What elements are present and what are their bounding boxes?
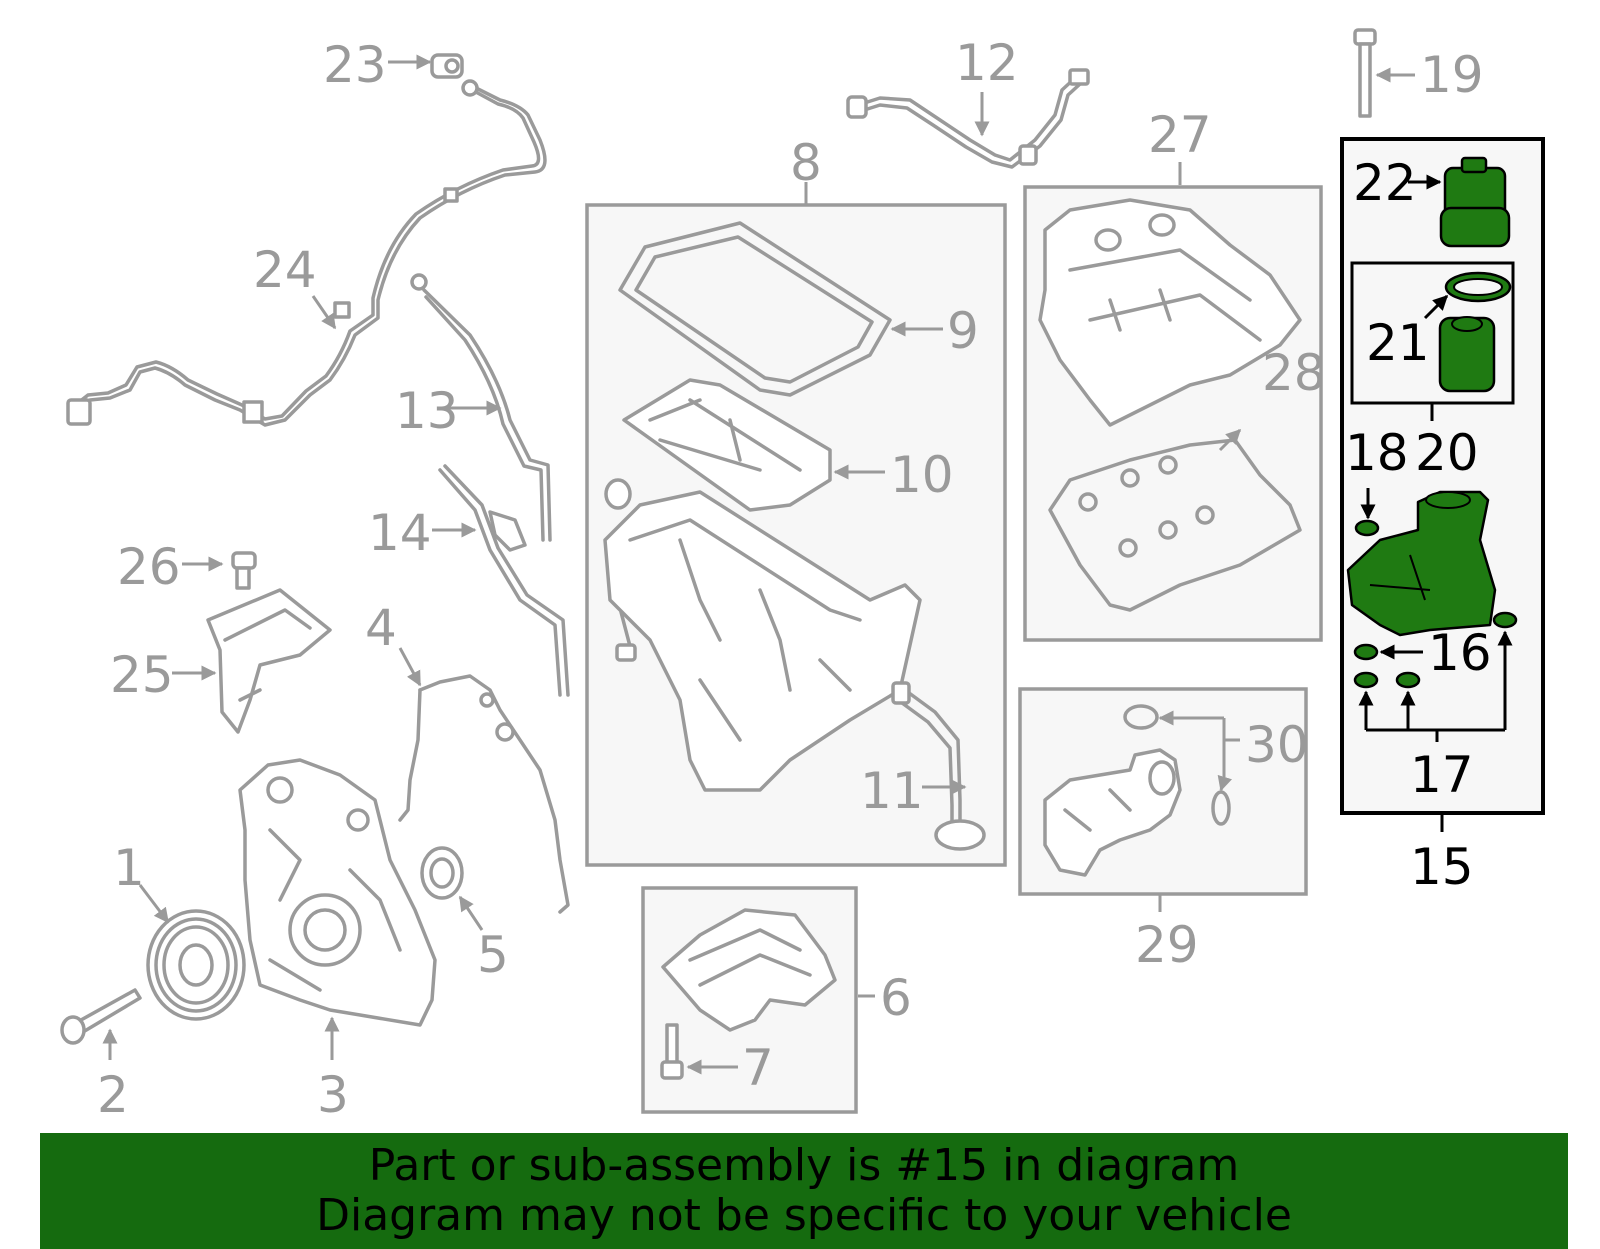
leader-lines (102, 54, 1513, 1075)
callout-7: 7 (742, 1039, 774, 1097)
sensor-part-23[interactable] (430, 53, 464, 79)
baffle-part-10[interactable] (622, 378, 832, 512)
dipstick-tube-part-14[interactable] (438, 464, 570, 697)
callout-10: 10 (890, 446, 954, 504)
callout-16: 16 (1428, 624, 1492, 682)
callout-23: 23 (323, 36, 387, 94)
callout-22: 22 (1353, 154, 1417, 212)
callout-5: 5 (477, 926, 509, 984)
lower-pan-part-6[interactable] (661, 908, 837, 1032)
pulley-part-1[interactable] (146, 909, 246, 1021)
callout-6: 6 (880, 969, 912, 1027)
callout-13: 13 (395, 382, 459, 440)
pan-gasket-part-9[interactable] (618, 221, 892, 397)
callout-14: 14 (368, 504, 432, 562)
timing-cover-part-3[interactable] (238, 758, 437, 1027)
callout-17: 17 (1410, 746, 1474, 804)
callout-1: 1 (113, 839, 145, 897)
callout-18: 18 (1345, 424, 1409, 482)
washer-part-17[interactable] (1353, 671, 1421, 689)
callout-2: 2 (97, 1066, 129, 1124)
callout-15: 15 (1410, 838, 1474, 896)
callout-26: 26 (117, 538, 181, 596)
callout-labels: 1 2 3 4 5 6 7 8 9 10 11 12 13 14 15 16 1… (97, 34, 1492, 1124)
filter-housing-part-15[interactable] (1346, 490, 1497, 637)
seal-part-18[interactable] (1354, 519, 1380, 537)
callout-21: 21 (1366, 314, 1430, 372)
box-oil-filter-housing-group-15[interactable] (1340, 137, 1545, 815)
oil-pickup-part-11[interactable] (891, 681, 986, 851)
info-banner: Part or sub-assembly is #15 in diagram D… (40, 1133, 1568, 1249)
dipstick-part-13[interactable] (410, 273, 552, 542)
bolt-part-19[interactable] (1353, 28, 1377, 118)
banner-line-2: Diagram may not be specific to your vehi… (316, 1190, 1292, 1241)
callout-28: 28 (1262, 344, 1326, 402)
o-ring-part-30[interactable] (1123, 704, 1231, 826)
breather-hose-part-12[interactable] (846, 68, 1090, 169)
bolt-part-7[interactable] (660, 1023, 684, 1080)
bolt-part-26[interactable] (231, 551, 257, 590)
callout-24: 24 (253, 241, 317, 299)
gasket-part-4[interactable] (398, 674, 570, 914)
bracket-part-25[interactable] (206, 588, 332, 734)
seal-part-5[interactable] (420, 846, 464, 900)
callout-11: 11 (860, 762, 924, 820)
callout-8: 8 (790, 134, 822, 192)
callout-29: 29 (1135, 916, 1199, 974)
oil-filter-part-20[interactable] (1438, 316, 1496, 393)
filter-cap-part-22[interactable] (1439, 156, 1511, 248)
callout-30: 30 (1245, 716, 1309, 774)
o-ring-seal-part-21[interactable] (1444, 271, 1512, 303)
callout-25: 25 (110, 646, 174, 704)
harness-part-24[interactable] (66, 79, 547, 427)
valve-cover-part-27[interactable] (1038, 198, 1302, 427)
callout-9: 9 (947, 302, 979, 360)
thermostat-housing-part-29[interactable] (1043, 748, 1182, 877)
bolt-part-2[interactable] (60, 988, 142, 1045)
washer-part-16[interactable] (1353, 611, 1518, 661)
callout-20: 20 (1415, 424, 1479, 482)
callout-27: 27 (1148, 106, 1212, 164)
valve-cover-gasket-part-28[interactable] (1048, 438, 1302, 612)
callout-4: 4 (365, 599, 397, 657)
callout-19: 19 (1420, 46, 1484, 104)
callout-3: 3 (317, 1066, 349, 1124)
banner-line-1: Part or sub-assembly is #15 in diagram (368, 1140, 1240, 1191)
oil-pan-part-8[interactable] (603, 478, 922, 792)
callout-12: 12 (955, 34, 1019, 92)
